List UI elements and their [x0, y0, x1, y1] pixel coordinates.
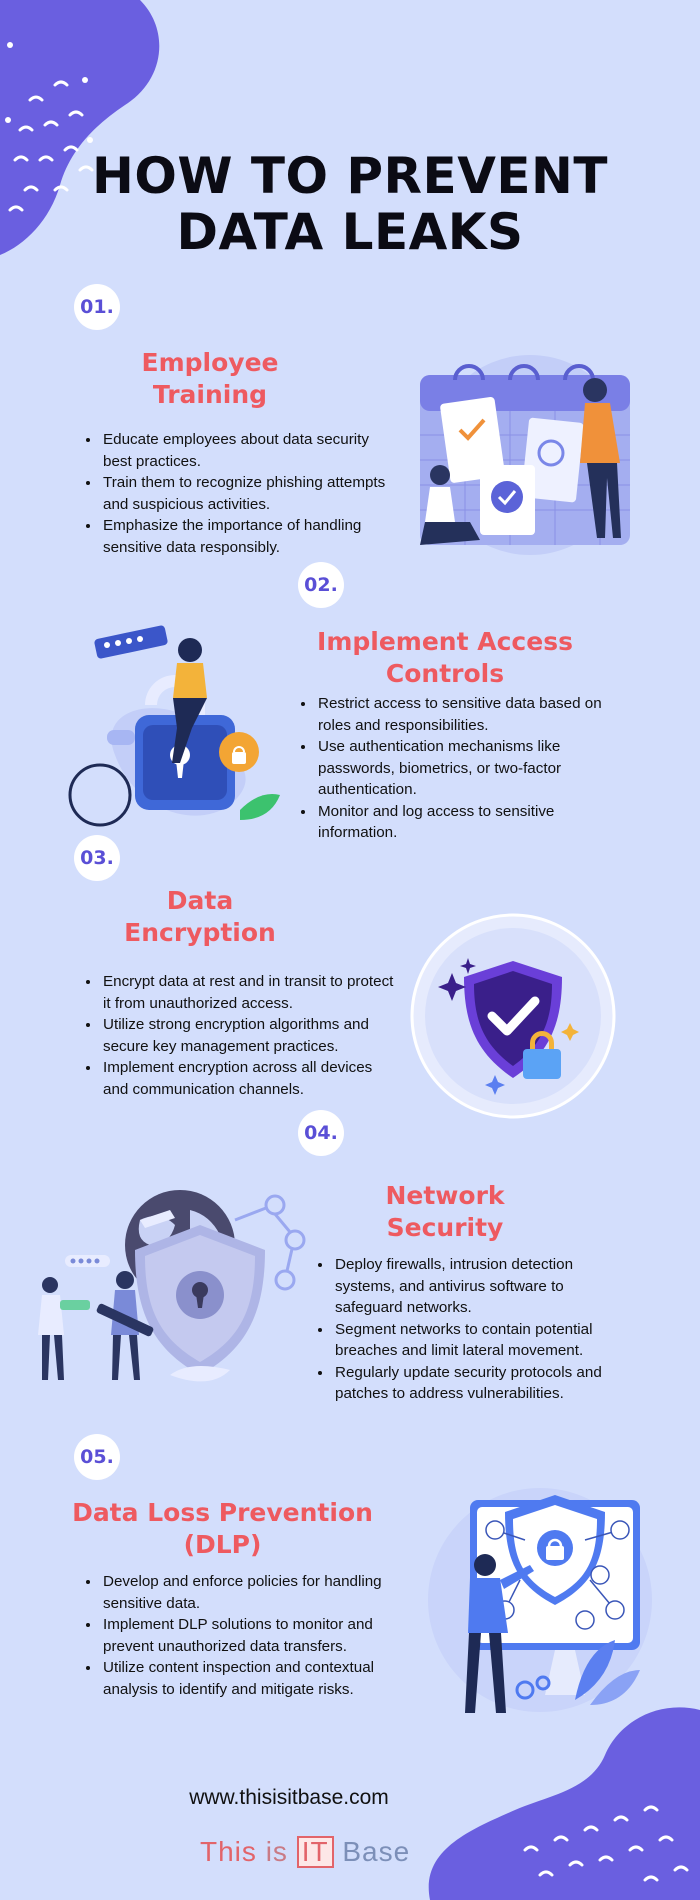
section-heading-employee-training: Employee Training — [60, 347, 360, 411]
page-title: HOW TO PREVENT DATA LEAKS — [0, 148, 700, 260]
logo-text-this: This — [200, 1836, 257, 1867]
logo-text-is: is — [265, 1836, 288, 1867]
shield-check-lock-illustration — [410, 913, 616, 1119]
heading-line-1: Employee — [141, 348, 279, 377]
section-heading-access-controls: Implement Access Controls — [295, 626, 595, 690]
section-number-04: 04. — [298, 1110, 344, 1156]
heading-line-2: (DLP) — [183, 1530, 262, 1559]
title-line-2: DATA LEAKS — [176, 203, 524, 261]
heading-line-2: Encryption — [124, 918, 276, 947]
bullet-item: Regularly update security protocols and … — [333, 1362, 633, 1405]
monitor-shield-person-illustration — [428, 1488, 652, 1713]
bullet-item: Monitor and log access to sensitive info… — [316, 801, 616, 844]
bullet-item: Utilize content inspection and contextua… — [101, 1657, 421, 1700]
section-number-05: 05. — [74, 1434, 120, 1480]
section-bullets-02: Restrict access to sensitive data based … — [294, 693, 616, 844]
top-left-blob-decoration — [0, 0, 160, 255]
section-bullets-04: Deploy firewalls, intrusion detection sy… — [311, 1254, 633, 1405]
heading-line-2: Controls — [385, 659, 505, 688]
bullet-item: Implement DLP solutions to monitor and p… — [101, 1614, 421, 1657]
globe-shield-network-illustration — [38, 1190, 306, 1382]
heading-line-2: Security — [386, 1213, 504, 1242]
bottom-right-blob-decoration — [428, 1707, 700, 1900]
bullet-item: Use authentication mechanisms like passw… — [316, 736, 616, 801]
section-heading-data-loss-prevention: Data Loss Prevention (DLP) — [60, 1497, 385, 1561]
heading-line-1: Network — [385, 1181, 505, 1210]
bullet-item: Segment networks to contain potential br… — [333, 1319, 633, 1362]
bullet-item: Implement encryption across all devices … — [101, 1057, 401, 1100]
bullet-item: Restrict access to sensitive data based … — [316, 693, 616, 736]
bullet-item: Train them to recognize phishing attempt… — [101, 472, 391, 515]
padlock-password-illustration — [68, 625, 280, 827]
section-number-01: 01. — [74, 284, 120, 330]
heading-line-2: Training — [152, 380, 268, 409]
bullet-item: Deploy firewalls, intrusion detection sy… — [333, 1254, 633, 1319]
bullet-item: Develop and enforce policies for handlin… — [101, 1571, 421, 1614]
bullet-item: Utilize strong encryption algorithms and… — [101, 1014, 401, 1057]
website-url[interactable]: www.thisisitbase.com — [189, 1786, 389, 1809]
section-bullets-03: Encrypt data at rest and in transit to p… — [79, 971, 401, 1100]
heading-line-1: Data — [166, 886, 234, 915]
section-bullets-05: Develop and enforce policies for handlin… — [79, 1571, 421, 1700]
section-heading-network-security: Network Security — [320, 1180, 570, 1244]
brand-logo: This is IT Base — [200, 1836, 410, 1868]
heading-line-1: Data Loss Prevention — [72, 1498, 373, 1527]
section-number-02: 02. — [298, 562, 344, 608]
section-bullets-01: Educate employees about data security be… — [79, 429, 391, 558]
bullet-item: Educate employees about data security be… — [101, 429, 391, 472]
heading-line-1: Implement Access — [317, 627, 573, 656]
calendar-checklist-illustration — [420, 355, 630, 555]
section-number-03: 03. — [74, 835, 120, 881]
section-heading-data-encryption: Data Encryption — [60, 885, 340, 949]
bullet-item: Emphasize the importance of handling sen… — [101, 515, 391, 558]
logo-text-base: Base — [342, 1836, 411, 1867]
bullet-item: Encrypt data at rest and in transit to p… — [101, 971, 401, 1014]
logo-text-it: IT — [296, 1836, 334, 1868]
title-line-1: HOW TO PREVENT — [91, 147, 609, 205]
